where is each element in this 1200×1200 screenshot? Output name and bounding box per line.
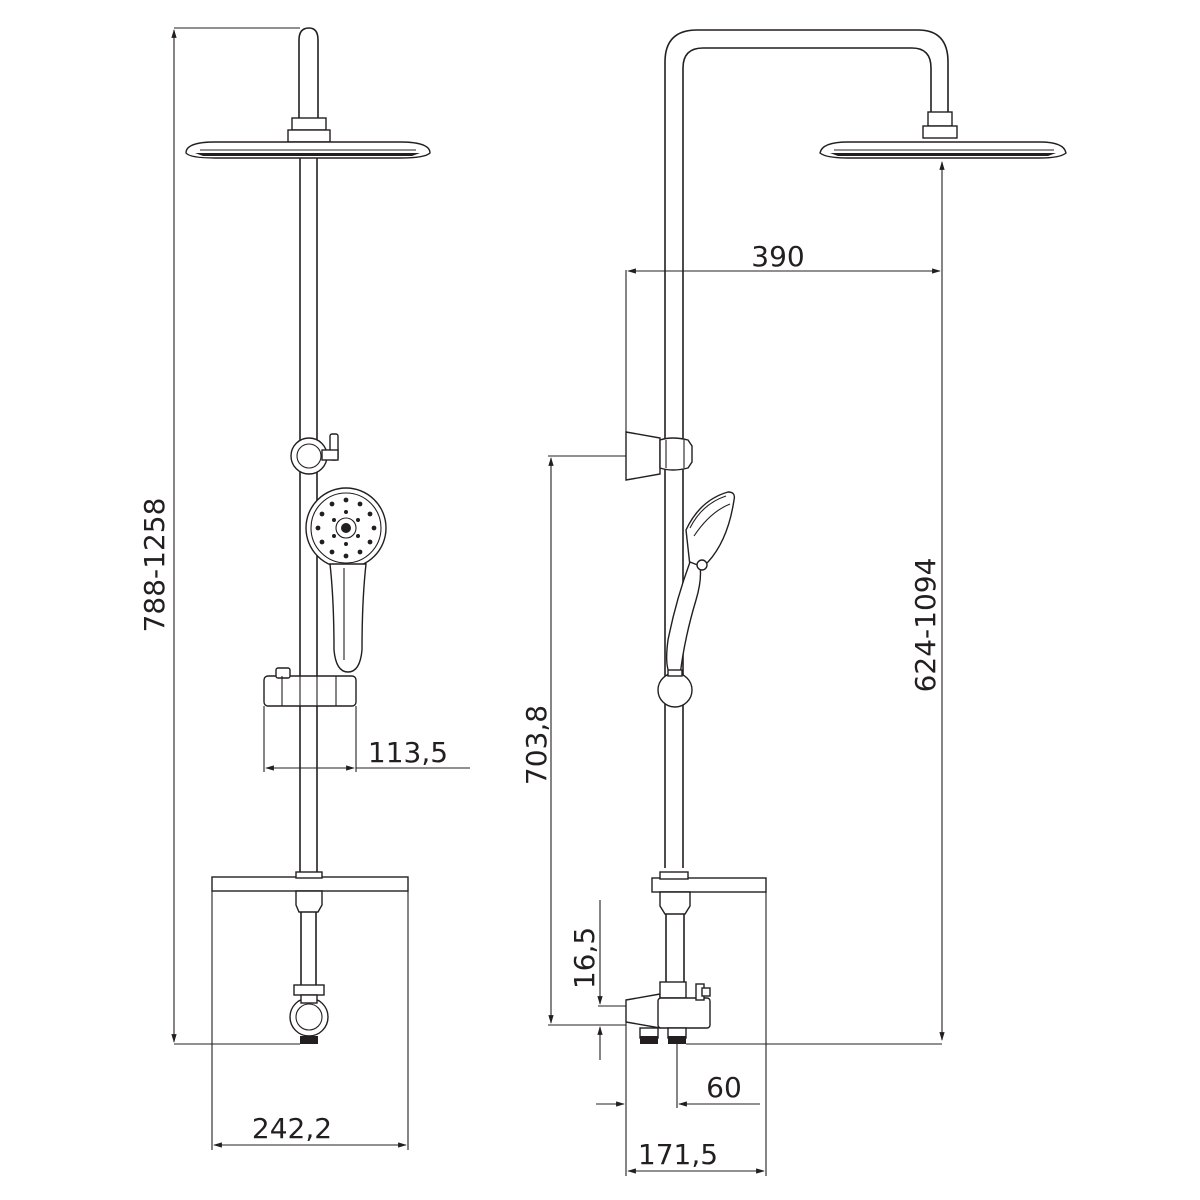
side-riser-arm (664, 29, 949, 868)
dim-arm-reach: 390 (751, 240, 804, 273)
side-mixer (625, 981, 711, 1044)
front-top-arm (298, 27, 319, 118)
dim-rain-head-height: 624-1094 (909, 558, 942, 693)
front-head-connector (291, 117, 327, 131)
front-hand-shower (305, 487, 387, 673)
front-mixer (289, 984, 329, 1044)
dim-base-width-front: 242,2 (252, 1112, 332, 1145)
side-lower-slider (657, 672, 693, 708)
dim-total-height-front: 788-1258 (138, 498, 171, 633)
dim-inlet-offset: 16,5 (568, 927, 601, 989)
front-shelf (211, 876, 409, 892)
front-view: 788-1258 113,5 242,2 (138, 27, 470, 1150)
dim-outlet-offset: 60 (706, 1071, 742, 1104)
side-hand-shower (665, 491, 736, 677)
side-upper-slider (625, 431, 693, 481)
front-lower-slider (263, 667, 357, 707)
side-view: 390 624-1094 703,8 16,5 60 171,5 (520, 29, 1067, 1176)
dim-slider-height: 703,8 (520, 705, 553, 785)
dim-base-width-side: 171,5 (638, 1138, 718, 1171)
side-shelf (651, 877, 767, 893)
dim-holder-offset: 113,5 (368, 736, 448, 769)
